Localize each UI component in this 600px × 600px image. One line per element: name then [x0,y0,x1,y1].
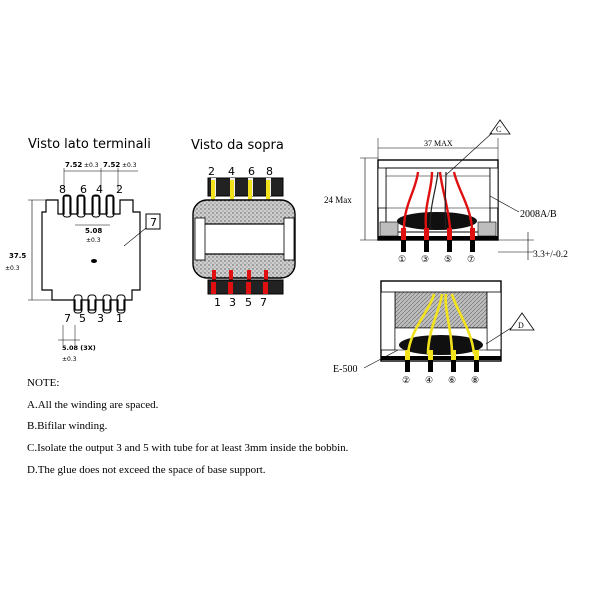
side-pin-label: ① [398,254,406,264]
terminal-pin-label: 5 [79,312,86,325]
dim-bottom: 5.08 (3X) [62,344,96,352]
side-pin-label: ⑦ [467,254,475,264]
side-pin-label: ③ [421,254,429,264]
top-pin-label: 2 [208,165,215,178]
winding [397,212,477,230]
bottom-pin-label: ④ [425,375,433,385]
terminal-pin-label: 8 [59,183,66,196]
terminal-pin-label: 3 [97,312,104,325]
part-label-2008: 2008A/B [520,209,557,220]
terminal-pin-label: 2 [116,183,123,196]
bottom-pin-label: ⑥ [448,375,456,385]
bottom-pin-label: ⑧ [471,375,479,385]
top-pin-label: 8 [266,165,273,178]
dim-width: 37 MAX [424,139,453,148]
note-c: C.Isolate the output 3 and 5 with tube f… [27,442,349,455]
dim-pitch-tol: ±0.3 [86,237,101,244]
side-view: 37 MAX C 24 Max [324,119,568,264]
top-pin-label: 4 [228,165,235,178]
bottom-pin-label: ② [402,375,410,385]
note-a: A.All the winding are spaced. [27,398,159,411]
notes-heading: NOTE: [27,377,60,389]
center-mark [91,259,97,263]
dim-pitch: 5.08 [85,227,102,235]
callout-c: C [496,125,501,134]
terminal-pin-label: 1 [116,312,123,325]
winding-2 [399,335,483,355]
callout-box [145,213,161,230]
bobbin-outline [41,195,141,311]
terminal-pin-label: 6 [80,183,87,196]
bottom-side-view: ② ④ ⑥ ⑧ D E-500 [333,280,535,385]
callout-7: 7 [150,216,157,229]
top-pin-label: 3 [229,296,236,309]
top-pin-label: 1 [214,296,221,309]
callout-d: D [518,321,524,330]
top-view-title: Visto da sopra [191,138,284,153]
top-pin-label: 7 [260,296,267,309]
dim-bottom-tol: ±0.3 [62,356,77,363]
terminal-pin-label: 4 [96,183,103,196]
terminal-pin-label: 7 [64,312,71,325]
top-view: 2 4 6 8 1 3 5 7 [192,165,296,309]
terminal-side-title: Visto lato terminali [28,137,151,152]
dim-top-right-tol: ±0.3 [122,162,137,169]
dim-top-left-tol: ±0.3 [84,162,99,169]
core-window [201,223,288,255]
dim-top-right: 7.52 [103,161,120,169]
dim-height: 37.5 [9,252,26,260]
dim-base: 3.3+/-0.2 [533,250,568,260]
top-pin-label: 6 [248,165,255,178]
note-b: B.Bifilar winding. [27,420,108,433]
notes-section: NOTE: A.All the winding are spaced. B.Bi… [27,373,587,482]
top-pin-label: 5 [245,296,252,309]
part-label-e500: E-500 [333,364,357,375]
dim-top-left: 7.52 [65,161,82,169]
note-d: D.The glue does not exceed the space of … [27,463,266,476]
dim-height-side: 24 Max [324,195,352,205]
terminal-side-view: 7.52 ±0.3 7.52 ±0.3 8 6 4 2 5.08 ±0.3 7 [5,161,161,363]
dim-height-tol: ±0.3 [5,265,20,272]
side-pin-label: ⑤ [444,254,452,264]
